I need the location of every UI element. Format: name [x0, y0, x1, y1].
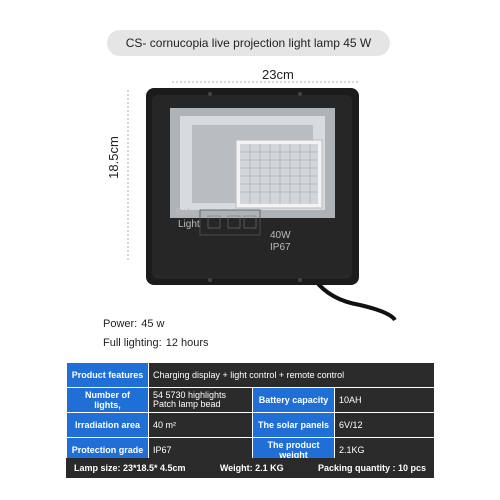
panel-badge-watt: 40W — [270, 230, 291, 241]
power-spec: Power:45 w — [103, 318, 165, 330]
packing-quantity: Packing quantity : 10 pcs — [317, 463, 426, 473]
floodlight-product-image: Solar Light 40W IP67 — [127, 81, 397, 322]
footer-bar: Lamp size: 23*18.5* 4.5cm Weight: 2.1 KG… — [66, 458, 434, 478]
table-header-cell: Irradiation area — [66, 412, 149, 438]
table-value-cell: 10AH — [334, 387, 435, 413]
panel-badge-ip: IP67 — [270, 242, 291, 253]
lighting-value: 12 hours — [165, 337, 209, 349]
spec-table: Product features Charging display + ligh… — [66, 362, 435, 463]
power-label: Power: — [103, 318, 138, 330]
product-title: CS- cornucopia live projection light lam… — [107, 30, 390, 56]
panel-label-solar: Solar — [175, 207, 199, 218]
panel-label-light: Light — [178, 219, 200, 230]
table-header-cell: Product features — [66, 362, 149, 388]
weight: Weight: 2.1 KG — [219, 463, 284, 473]
table-row: Product features Charging display + ligh… — [66, 362, 435, 388]
lighting-spec: Full lighting:12 hours — [103, 337, 209, 349]
table-value-cell: 6V/12 — [334, 412, 435, 438]
table-value-cell: 54 5730 highlights Patch lamp bead — [148, 387, 253, 413]
table-value-cell: 40 m² — [148, 412, 253, 438]
table-row: Irradiation area 40 m² The solar panels … — [66, 412, 435, 438]
table-value-cell: Charging display + light control + remot… — [148, 362, 435, 388]
table-header-cell: Battery capacity — [252, 387, 335, 413]
table-row: Number of lights, 54 5730 highlights Pat… — [66, 387, 435, 413]
power-value: 45 w — [141, 318, 165, 330]
lamp-size: Lamp size: 23*18.5* 4.5cm — [74, 463, 186, 473]
table-header-cell: The solar panels — [252, 412, 335, 438]
width-dimension-label: 23cm — [262, 67, 294, 82]
table-header-cell: Number of lights, — [66, 387, 149, 413]
lighting-label: Full lighting: — [103, 337, 162, 349]
